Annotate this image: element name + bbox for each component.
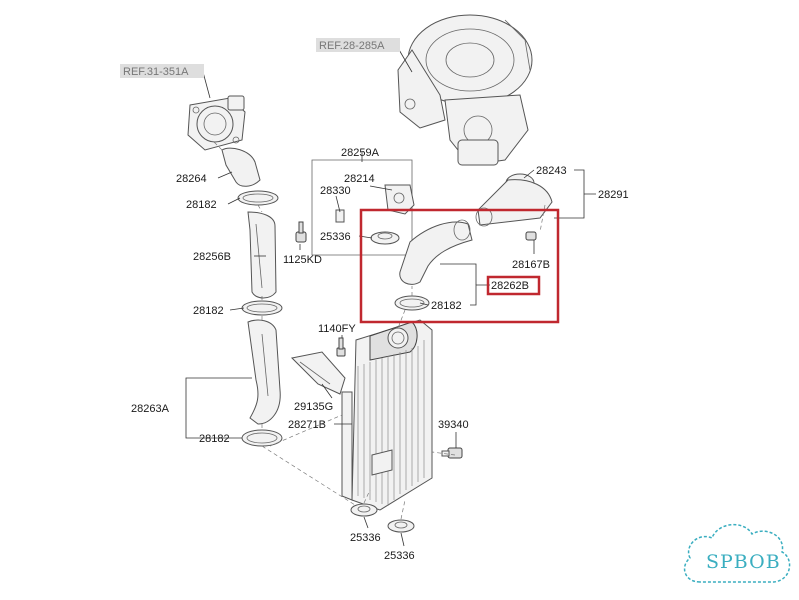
air-duct-drawing: [475, 173, 553, 241]
hose-28262B-drawing: [399, 219, 473, 285]
part-label-28182-lower: 28182: [199, 433, 230, 445]
part-label-28264: 28264: [176, 173, 207, 185]
hose-28263A-drawing: [247, 319, 281, 425]
ref-turbo-box: [316, 38, 400, 52]
part-label-1140FY: 1140FY: [318, 323, 356, 335]
part-label-1125KD: 1125KD: [283, 254, 322, 266]
ref-throttle-label: REF.31-351A: [123, 66, 189, 78]
part-label-28167B: 28167B: [512, 259, 550, 271]
watermark-text: SPBOB: [706, 551, 781, 573]
leader-lines: [185, 47, 596, 547]
ref-throttle-box: [120, 64, 204, 78]
part-label-25336-lower-left: 25336: [350, 532, 381, 544]
part-label-28182-middle: 28182: [193, 305, 224, 317]
hose-28264-drawing: [221, 147, 261, 187]
part-label-28291: 28291: [598, 189, 629, 201]
ref-turbo-label: REF.28-285A: [319, 40, 385, 52]
intercooler-drawing: [341, 319, 433, 511]
highlight-label-box: [486, 275, 541, 296]
throttle-body-drawing: [187, 95, 246, 151]
part-label-25336-upper: 25336: [320, 231, 351, 243]
part-label-28182-highlight: 28182: [431, 300, 462, 312]
part-label-25336-lower-right: 25336: [384, 550, 415, 562]
part-label-28214: 28214: [344, 173, 375, 185]
part-label-28263A: 28263A: [131, 403, 170, 415]
part-label-39340: 39340: [438, 419, 469, 431]
part-label-28262B: 28262B: [491, 280, 529, 292]
part-label-28271B: 28271B: [288, 419, 326, 431]
part-label-28259A: 28259A: [341, 147, 380, 159]
mounting-hardware-drawing: [290, 337, 463, 533]
assembly-guide-lines: [211, 139, 546, 520]
part-label-28330: 28330: [320, 185, 351, 197]
highlight-box: [359, 208, 560, 324]
hose-28256B-drawing: [247, 211, 277, 299]
spbob-watermark-logo: SPBOB: [683, 524, 791, 583]
part-label-28243: 28243: [536, 165, 567, 177]
turbocharger-drawing: [397, 14, 533, 166]
part-label-28182-upper: 28182: [186, 199, 217, 211]
part-label-29135G: 29135G: [294, 401, 333, 413]
part-label-28256B: 28256B: [193, 251, 231, 263]
